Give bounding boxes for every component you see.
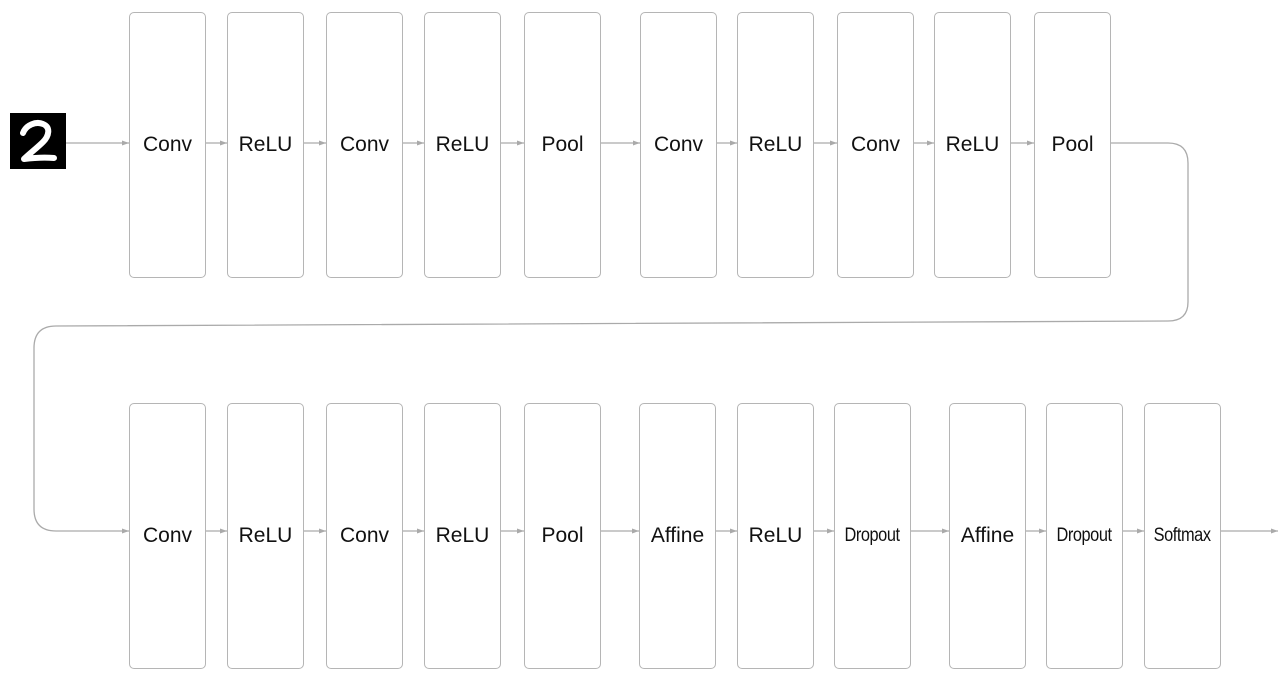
layer-box: Affine xyxy=(639,403,716,669)
layer-label: Conv xyxy=(339,524,390,547)
layer-box: Conv xyxy=(129,403,206,669)
layer-box: Pool xyxy=(524,12,601,278)
layer-label: Conv xyxy=(142,524,193,547)
layer-box: Conv xyxy=(326,403,403,669)
layer-label: ReLU xyxy=(748,524,803,547)
layer-label: Affine xyxy=(650,524,705,547)
layer-box: Affine xyxy=(949,403,1026,669)
layer-label: ReLU xyxy=(945,133,1000,156)
layer-label: Conv xyxy=(142,133,193,156)
layer-box: Conv xyxy=(837,12,914,278)
layer-box: ReLU xyxy=(737,403,814,669)
layer-box: Conv xyxy=(640,12,717,278)
layer-label: ReLU xyxy=(435,524,490,547)
layer-label: Pool xyxy=(541,133,584,156)
layer-label: ReLU xyxy=(748,133,803,156)
layer-box: ReLU xyxy=(227,403,304,669)
layer-label: ReLU xyxy=(435,133,490,156)
layer-box: ReLU xyxy=(934,12,1011,278)
layer-box: Pool xyxy=(1034,12,1111,278)
layer-label: Pool xyxy=(541,524,584,547)
layer-label: Dropout xyxy=(844,525,901,546)
layer-label: Conv xyxy=(653,133,704,156)
layer-label: ReLU xyxy=(238,524,293,547)
layer-label: Conv xyxy=(850,133,901,156)
arrow-connector xyxy=(33,142,1189,534)
input-digit-image xyxy=(10,113,66,169)
layer-box: Conv xyxy=(129,12,206,278)
layer-box: Dropout xyxy=(1046,403,1123,669)
layer-label: ReLU xyxy=(238,133,293,156)
handwritten-digit-icon xyxy=(20,120,57,162)
layer-box: ReLU xyxy=(424,403,501,669)
layer-box: Conv xyxy=(326,12,403,278)
layer-box: Softmax xyxy=(1144,403,1221,669)
layer-box: Pool xyxy=(524,403,601,669)
layer-box: ReLU xyxy=(737,12,814,278)
layer-label: Dropout xyxy=(1056,525,1113,546)
layer-box: Dropout xyxy=(834,403,911,669)
layer-label: Conv xyxy=(339,133,390,156)
layer-label: Softmax xyxy=(1154,525,1211,546)
layer-label: Affine xyxy=(960,524,1015,547)
layer-box: ReLU xyxy=(424,12,501,278)
layer-box: ReLU xyxy=(227,12,304,278)
layer-label: Pool xyxy=(1051,133,1094,156)
